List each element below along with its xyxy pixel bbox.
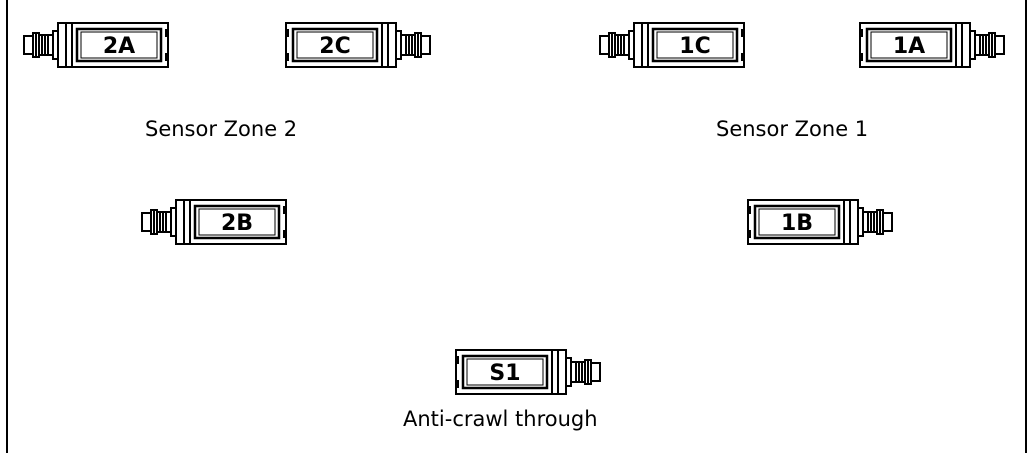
anti-crawl-label: Anti-crawl through	[403, 407, 598, 431]
sensor-label: 1A	[893, 34, 925, 59]
sensor-drawing: 2C	[285, 22, 431, 68]
sensor-label: S1	[489, 361, 520, 386]
sensor-s1: S1	[452, 348, 602, 396]
sensor-drawing: 1A	[859, 22, 1005, 68]
sensor-2b: 2B	[140, 198, 290, 246]
sensor-label: 2C	[319, 34, 350, 59]
sensor-drawing: 1C	[599, 22, 745, 68]
sensor-label: 1B	[781, 211, 813, 236]
sensor-label: 2A	[103, 34, 135, 59]
sensor-2a: 2A	[22, 21, 172, 69]
zone-2-label: Sensor Zone 2	[145, 117, 298, 141]
sensor-drawing: 1B	[747, 199, 893, 245]
sensor-drawing: 2B	[141, 199, 287, 245]
diagram-border	[6, 0, 1027, 453]
sensor-1a: 1A	[856, 21, 1006, 69]
sensor-label: 1C	[679, 34, 710, 59]
sensor-label: 2B	[221, 211, 253, 236]
zone-1-label: Sensor Zone 1	[716, 117, 869, 141]
sensor-drawing: 2A	[23, 22, 169, 68]
sensor-2c: 2C	[282, 21, 432, 69]
sensor-drawing: S1	[455, 349, 601, 395]
sensor-1c: 1C	[598, 21, 748, 69]
sensor-1b: 1B	[744, 198, 894, 246]
